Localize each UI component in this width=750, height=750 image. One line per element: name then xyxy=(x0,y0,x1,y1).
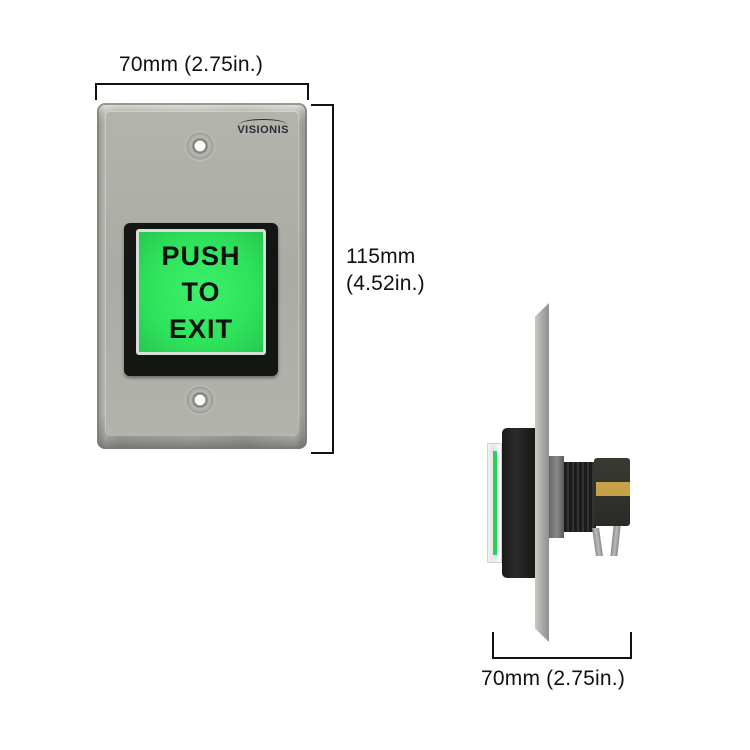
side-depth-label: 70mm (2.75in.) xyxy=(481,667,626,690)
height-tick-top xyxy=(311,104,334,106)
button-lens: PUSH TO EXIT xyxy=(139,232,263,352)
brand-logo: VISIONIS xyxy=(237,124,289,136)
height-dimension-line xyxy=(332,104,334,454)
height-tick-bottom xyxy=(311,452,334,454)
top-screw-icon xyxy=(185,131,215,161)
button-text-line-2: TO xyxy=(181,277,221,308)
button-text-line-1: PUSH xyxy=(161,240,241,271)
side-depth-dimension-line xyxy=(492,657,632,659)
side-button-lens xyxy=(487,443,502,563)
front-plate: VISIONIS PUSH TO EXIT xyxy=(97,103,307,449)
side-depth-tick-left xyxy=(492,632,494,658)
side-button-housing xyxy=(502,428,535,578)
button-text-line-3: EXIT xyxy=(168,314,233,345)
side-collar xyxy=(549,456,564,538)
side-plate xyxy=(535,303,549,642)
side-depth-tick-right xyxy=(630,632,632,658)
front-width-dimension-line xyxy=(95,83,309,85)
switch-terminal-lug-1 xyxy=(592,528,603,556)
button-bezel: PUSH TO EXIT xyxy=(124,223,278,376)
logo-arc xyxy=(239,119,287,130)
front-width-tick-left xyxy=(95,83,97,100)
height-in-label: (4.52in.) xyxy=(346,272,425,295)
switch-terminal-top xyxy=(596,482,630,496)
front-width-label: 70mm (2.75in.) xyxy=(119,53,264,76)
bottom-screw-icon xyxy=(185,385,215,415)
push-button[interactable]: PUSH TO EXIT xyxy=(136,229,266,355)
front-width-tick-right xyxy=(307,83,309,100)
height-mm-label: 115mm xyxy=(346,245,416,268)
side-lens-glow xyxy=(493,451,497,555)
switch-terminal-lug-2 xyxy=(610,526,621,556)
side-threaded-body xyxy=(564,462,596,532)
